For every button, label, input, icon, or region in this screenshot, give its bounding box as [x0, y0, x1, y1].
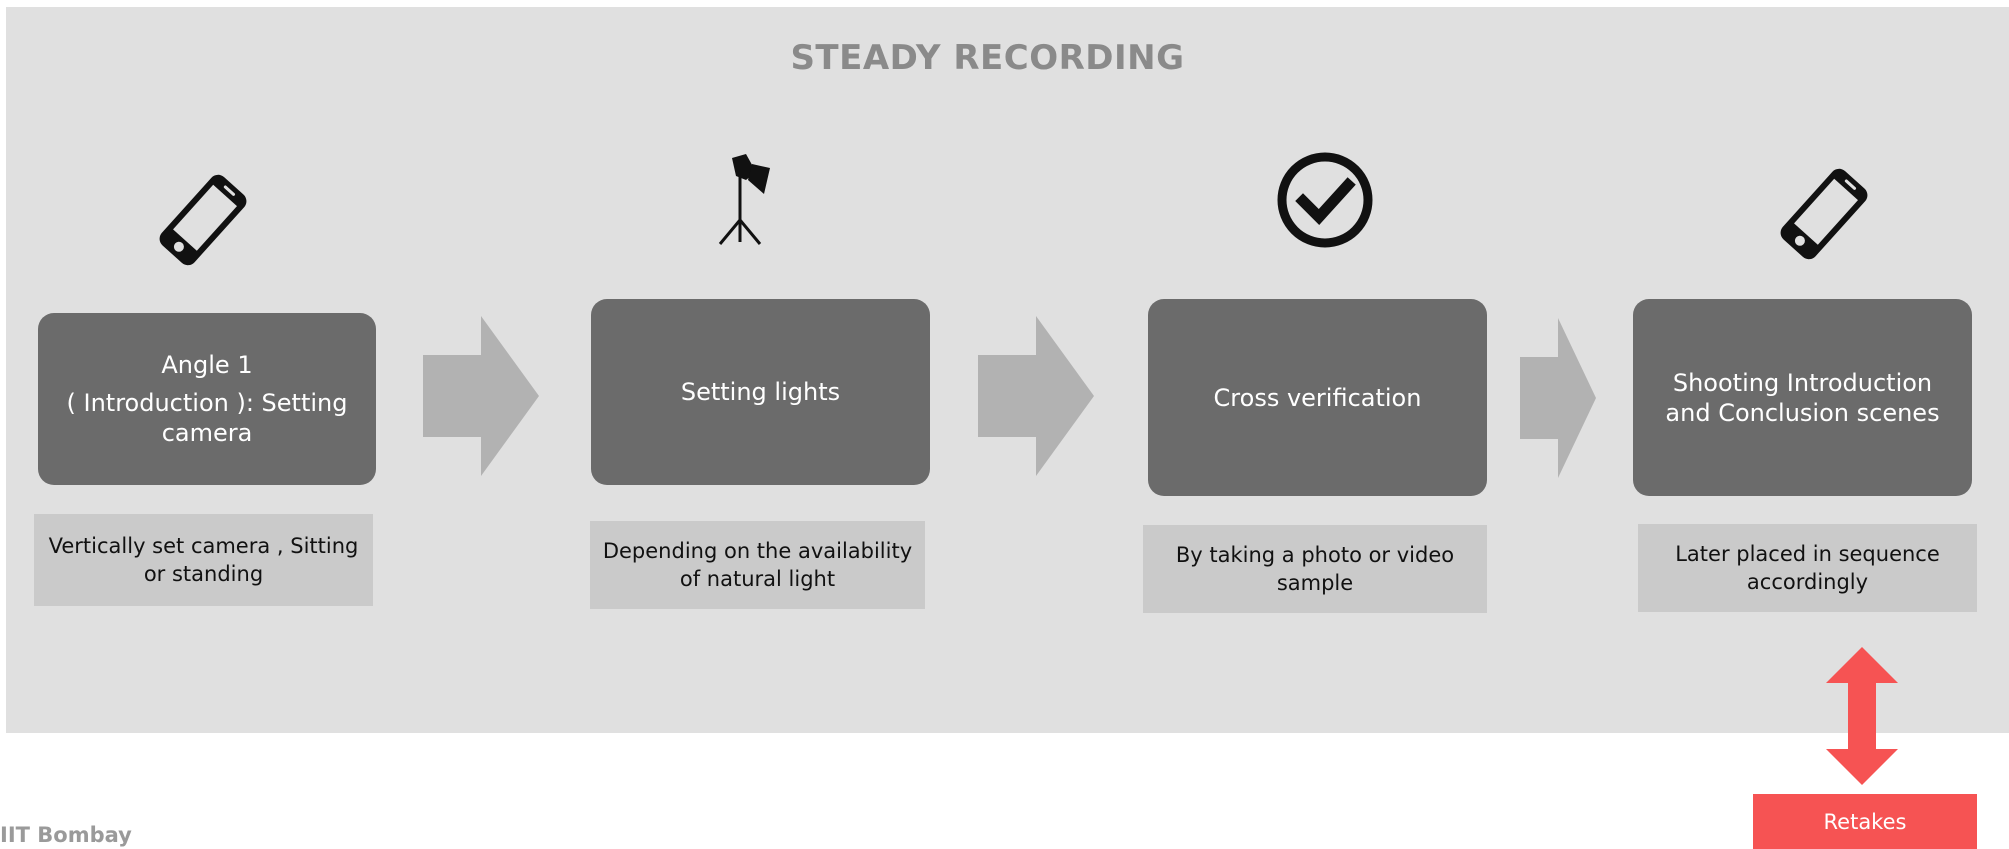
smartphone-icon — [159, 174, 247, 266]
step-label: Angle 1 — [161, 351, 253, 379]
retakes-double-arrow — [1826, 647, 1898, 785]
step-note: By taking a photo or video sample — [1143, 525, 1487, 613]
studio-light-icon — [718, 154, 770, 245]
step-note: Vertically set camera , Sitting or stand… — [34, 514, 373, 606]
check-circle-icon — [1277, 152, 1373, 248]
flow-arrow — [978, 316, 1094, 476]
step-label: Cross verification — [1213, 383, 1422, 412]
step-label: Setting lights — [680, 378, 841, 406]
step-note: Depending on the availability of natural… — [590, 521, 925, 609]
retakes-box: Retakes — [1753, 794, 1977, 849]
step-box-verification: Cross verification — [1148, 299, 1487, 496]
step-box-shooting: Shooting Introduction and Conclusion sce… — [1633, 299, 1972, 496]
step-box-angle: Angle 1 ( Introduction ): Setting camera — [38, 313, 376, 485]
flow-arrow — [1520, 318, 1596, 478]
smartphone-icon — [1780, 168, 1868, 260]
step-label: ( Introduction ): Setting camera — [66, 389, 348, 447]
diagram-title: STEADY RECORDING — [790, 38, 1185, 78]
step-note: Later placed in sequence accordingly — [1638, 524, 1977, 612]
step-label: Shooting Introduction and Conclusion sce… — [1665, 368, 1940, 427]
step-box-lights: Setting lights — [591, 299, 930, 485]
flow-arrow — [423, 316, 539, 476]
footer-credit: IIT Bombay — [0, 823, 132, 847]
